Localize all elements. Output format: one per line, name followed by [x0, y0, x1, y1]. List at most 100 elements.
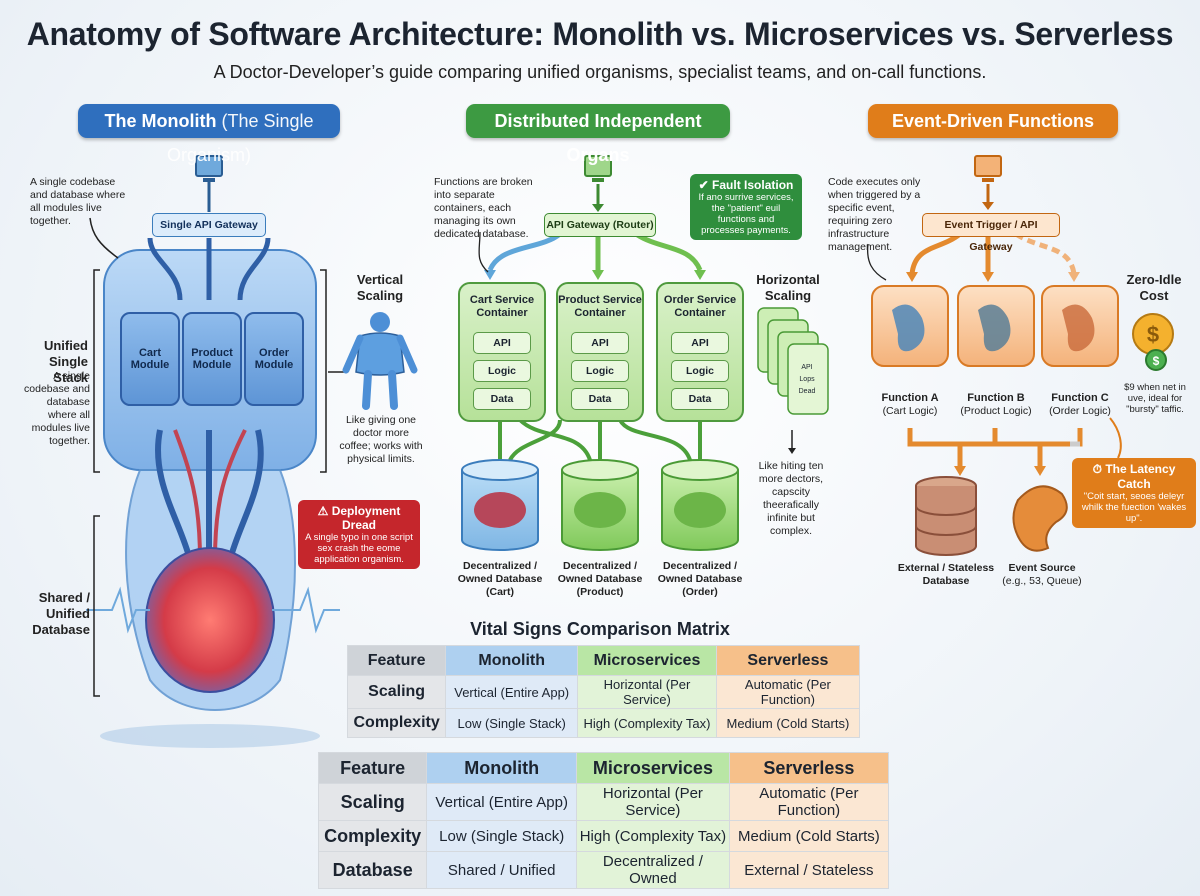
serverless-note: Code executes only when triggered by a s…: [828, 176, 921, 253]
product-service-logic: Logic: [571, 360, 629, 382]
event-source-title: Event Source: [1008, 562, 1076, 574]
function-b-icon: [957, 285, 1035, 367]
small-row-scaling-feature: Scaling: [346, 675, 447, 709]
event-source-icon: [1012, 485, 1068, 552]
function-a-name: Function A: [881, 392, 939, 404]
fault-isolation-body: If ano surrive services, the "patient" e…: [698, 192, 794, 236]
large-header-serverless: Serverless: [728, 752, 890, 784]
function-a-icon: [871, 285, 949, 367]
serverless-monitor-icon: [974, 155, 1002, 182]
product-db-label: Decentralized / Owned Database (Product): [557, 560, 643, 598]
monolith-note: A single codebase and database where all…: [30, 176, 126, 227]
product-service-title: Product Service Container: [558, 294, 642, 319]
vertical-scaling-title: Vertical Scaling: [356, 272, 404, 303]
function-c-icon: [1041, 285, 1119, 367]
function-c-label: Function C (Order Logic): [1034, 392, 1126, 418]
function-a-sub: (Cart Logic): [882, 405, 938, 417]
monolith-side-note: A single codebase and database where all…: [24, 370, 90, 447]
zero-idle-note: $9 when net in uve, ideal for "bursty" t…: [1124, 382, 1186, 415]
function-b-name: Function B: [967, 392, 1025, 404]
event-trigger-gateway: Event Trigger / API Gateway: [922, 213, 1060, 253]
coin-icon: $ $: [1132, 313, 1174, 371]
order-service-container: Order Service Container API Logic Data: [656, 282, 744, 422]
deployment-dread-callout: ⚠ Deployment Dread A single typo in one …: [298, 500, 420, 569]
latency-catch-body: "Coit start, seoes deleyr whilk the fuec…: [1081, 491, 1187, 524]
product-service-data: Data: [571, 388, 629, 410]
monolith-header-sub: (The Single Organism): [166, 111, 314, 165]
warning-icon: ⚠: [317, 504, 329, 518]
large-row-database-serverless: External / Stateless: [728, 851, 890, 889]
fault-isolation-callout: ✔ Fault Isolation If ano surrive service…: [690, 174, 802, 240]
product-service-api: API: [571, 332, 629, 354]
micro-db-cart-icon: [461, 459, 539, 551]
fault-isolation-title: Fault Isolation: [712, 178, 794, 192]
function-a-label: Function A (Cart Logic): [864, 392, 956, 418]
cart-module-label: Cart Module: [130, 347, 170, 371]
small-row-complexity-monolith: Low (Single Stack): [445, 708, 579, 738]
stack-row-dead: Dead: [798, 388, 816, 395]
monolith-gateway: Single API Gateway: [152, 213, 266, 237]
large-row-database-micro: Decentralized / Owned: [576, 851, 730, 889]
small-row-complexity-micro: High (Complexity Tax): [577, 708, 717, 738]
page-subtitle: A Doctor-Developer’s guide comparing uni…: [213, 62, 987, 82]
external-db-label: External / Stateless Database: [897, 562, 995, 587]
stack-row-lops: Lops: [799, 376, 815, 383]
comparison-matrix-small: Feature Monolith Microservices Serverles…: [346, 645, 861, 738]
micro-note: Functions are broken into separate conta…: [434, 176, 533, 240]
large-row-scaling-monolith: Vertical (Entire App): [426, 783, 578, 821]
small-row-scaling-micro: Horizontal (Per Service): [577, 675, 717, 709]
large-row-database-feature: Database: [317, 851, 428, 889]
matrix-title: Vital Signs Comparison Matrix: [470, 619, 730, 639]
large-row-scaling-micro: Horizontal (Per Service): [576, 783, 730, 821]
cart-module: Cart Module: [120, 312, 180, 406]
deployment-dread-body: A single typo in one script sex crash th…: [305, 532, 413, 565]
monolith-side-label: Unified Single Stack: [43, 338, 88, 385]
event-source-sub: (e.g., 53, Queue): [1002, 575, 1082, 587]
scaling-stack-rows: API Lops Dead: [792, 362, 822, 398]
order-db-label: Decentralized / Owned Database (Order): [657, 560, 743, 598]
micro-gateway: API Gateway (Router): [544, 213, 656, 237]
micro-db-product-icon: [561, 459, 639, 551]
small-header-monolith: Monolith: [445, 645, 579, 676]
comparison-matrix-large: Feature Monolith Microservices Serverles…: [317, 752, 890, 889]
function-b-label: Function B (Product Logic): [950, 392, 1042, 418]
monolith-monitor-icon: [195, 155, 223, 182]
product-module-label: Product Module: [191, 347, 233, 371]
large-row-database-monolith: Shared / Unified: [426, 851, 578, 889]
large-row-scaling-serverless: Automatic (Per Function): [728, 783, 890, 821]
large-row-complexity-feature: Complexity: [317, 820, 428, 852]
large-row-complexity-serverless: Medium (Cold Starts): [728, 820, 890, 852]
function-c-sub: (Order Logic): [1049, 405, 1111, 417]
small-header-serverless: Serverless: [715, 645, 861, 676]
shared-db-label: Shared / Unified Database: [32, 590, 90, 637]
horizontal-scaling-title: Horizontal Scaling: [756, 272, 820, 303]
deployment-dread-title: Deployment Dread: [331, 504, 401, 532]
check-shield-icon: ✔: [698, 178, 709, 192]
horizontal-scaling-note: Like hiting ten more dectors, capscity t…: [758, 460, 824, 537]
cart-service-container: Cart Service Container API Logic Data: [458, 282, 546, 422]
large-header-monolith: Monolith: [426, 752, 578, 784]
cart-service-title: Cart Service Container: [469, 294, 535, 319]
svg-text:$: $: [1153, 354, 1160, 368]
event-source-label: Event Source (e.g., 53, Queue): [992, 562, 1092, 588]
large-header-feature: Feature: [317, 752, 428, 784]
vertical-scaling-note: Like giving one doctor more coffee; work…: [339, 414, 423, 465]
latency-catch-title: The Latency Catch: [1105, 462, 1176, 491]
product-service-container: Product Service Container API Logic Data: [556, 282, 644, 422]
serverless-header: Event-Driven Functions: [868, 104, 1118, 138]
monolith-body: [86, 237, 340, 748]
small-row-complexity-serverless: Medium (Cold Starts): [715, 708, 861, 738]
latency-catch-callout: ⏱ The Latency Catch "Coit start, seoes d…: [1072, 458, 1196, 528]
muscle-figure-icon: [342, 312, 418, 410]
order-module: Order Module: [244, 312, 304, 406]
order-service-api: API: [671, 332, 729, 354]
product-module: Product Module: [182, 312, 242, 406]
cart-service-logic: Logic: [473, 360, 531, 382]
micro-monitor-icon: [584, 155, 612, 182]
stopwatch-icon: ⏱: [1092, 462, 1102, 476]
svg-text:$: $: [1147, 322, 1159, 347]
stack-row-api: API: [801, 364, 813, 371]
large-row-scaling-feature: Scaling: [317, 783, 428, 821]
large-header-micro: Microservices: [576, 752, 730, 784]
